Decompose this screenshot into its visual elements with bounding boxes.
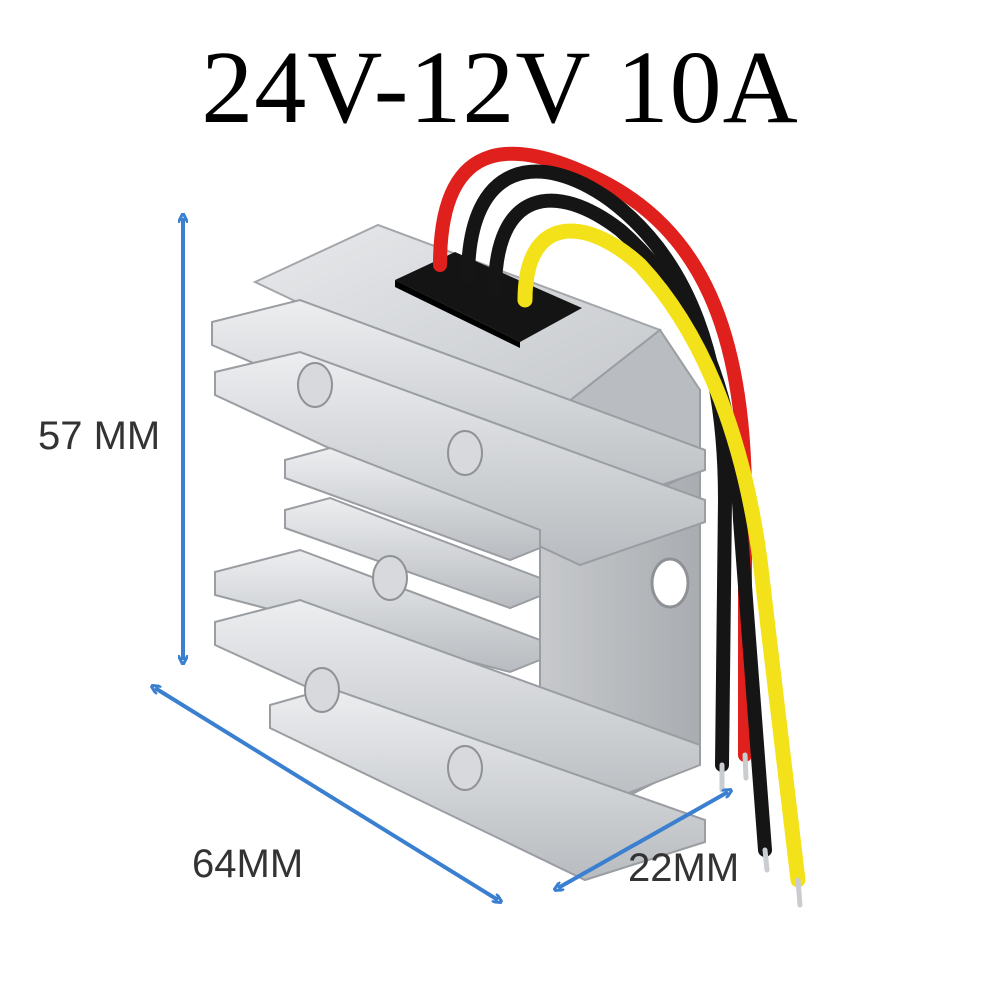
dimension-arrows <box>155 218 728 900</box>
red-wire-1 <box>433 146 752 762</box>
wire-connector <box>395 252 582 348</box>
product-title: 24V-12V 10A <box>201 30 799 145</box>
depth-dimension-label: 22MM <box>628 846 740 890</box>
width-dimension-label: 64MM <box>192 842 304 886</box>
mounting-hole <box>650 557 690 609</box>
wires <box>433 146 806 908</box>
width-arrow <box>155 688 498 900</box>
depth-arrow <box>558 792 728 888</box>
heatsink-body <box>211 223 706 882</box>
height-dimension-label: 57 MM <box>38 414 161 458</box>
yellow-wire <box>517 223 806 888</box>
